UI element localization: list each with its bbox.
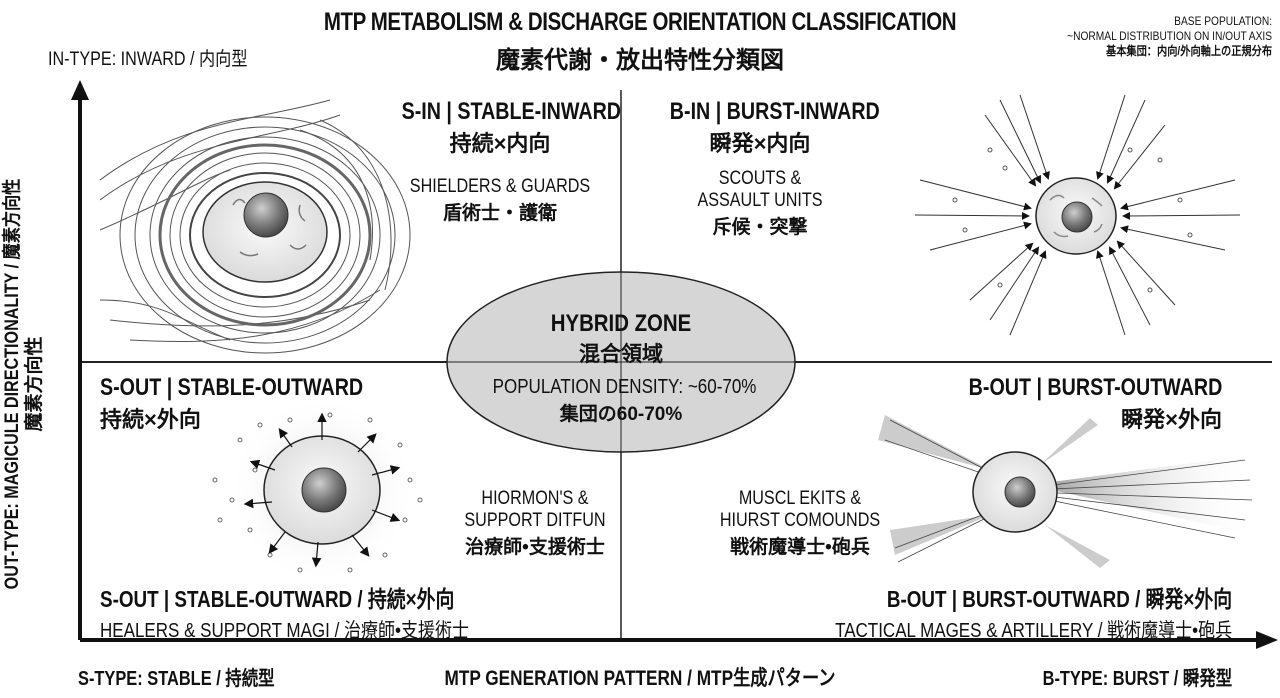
b-in-cell-illustration (914, 94, 1241, 336)
base-population-line1: BASE POPULATION: (1174, 14, 1272, 28)
s-out-footer-role: HEALERS & SUPPORT MAGI / 治療師•支援術士 (100, 620, 470, 642)
quadrant-s-out-footer: S-OUT | STABLE-OUTWARD / 持続×外向 HEALERS &… (100, 580, 534, 643)
s-out-footer-title: S-OUT | STABLE-OUTWARD / 持続×外向 (100, 586, 455, 612)
b-out-role-line1: MUSCL EKITS & (738, 488, 862, 509)
quadrant-b-out-role: MUSCL EKITS & HIURST COMOUNDS 戦術魔導士•砲兵 (700, 488, 900, 559)
x-axis-arrow-icon (1256, 631, 1278, 649)
b-in-subtitle: 瞬発×内向 (709, 131, 811, 156)
y-axis-label: OUT-TYPE: MAGICULE DIRECTIONALITY / 魔素方向… (2, 84, 46, 684)
hybrid-zone-population: POPULATION DENSITY: ~60-70% (492, 376, 757, 398)
b-out-subtitle: 瞬発×外向 (1121, 407, 1222, 432)
s-out-role-line1: HIORMON'S & (481, 488, 589, 509)
hybrid-zone-title: HYBRID ZONE (550, 310, 692, 337)
x-axis-title: MTP GENERATION PATTERN / MTP生成パターン (444, 667, 836, 690)
s-in-title: S-IN | STABLE-INWARD (401, 98, 622, 125)
s-in-subtitle: 持続×内向 (449, 131, 551, 156)
x-axis-left-label: S-TYPE: STABLE / 持続型 (78, 668, 275, 690)
hybrid-zone-population-jp: 集団の60-70% (559, 404, 683, 425)
s-in-role-jp: 盾術士・護衛 (442, 203, 557, 224)
b-in-role-line2: ASSAULT UNITS (697, 190, 823, 211)
s-out-arrows (243, 412, 401, 568)
b-in-role-jp: 斥候・突撃 (712, 217, 808, 238)
y-axis-label-line2: 魔素方向性 (24, 336, 45, 432)
diagram-title: MTP METABOLISM & DISCHARGE ORIENTATION C… (323, 8, 957, 36)
s-in-cell-illustration (99, 99, 411, 354)
b-out-role-jp: 戦術魔導士•砲兵 (730, 537, 870, 558)
base-population-note: BASE POPULATION: ~NORMAL DISTRIBUTION ON… (1067, 14, 1272, 59)
quadrant-s-in: S-IN | STABLE-INWARD 持続×内向 SHIELDERS & G… (380, 98, 622, 225)
y-axis-arrow-icon (71, 80, 89, 100)
b-out-cell-illustration (878, 415, 1255, 568)
hybrid-zone-title-jp: 混合領域 (579, 343, 663, 366)
s-out-role-line2: SUPPORT DITFUN (464, 510, 606, 531)
quadrant-b-out-footer: B-OUT | BURST-OUTWARD / 瞬発×外向 TACTICAL M… (765, 580, 1232, 643)
s-in-role: SHIELDERS & GUARDS (409, 176, 591, 197)
b-in-role-line1: SCOUTS & (718, 168, 802, 189)
b-in-title: B-IN | BURST-INWARD (669, 98, 880, 125)
x-axis-right-label: B-TYPE: BURST / 瞬発型 (1042, 668, 1232, 690)
b-out-footer-title: B-OUT | BURST-OUTWARD / 瞬発×外向 (886, 586, 1232, 612)
quadrant-s-out-role: HIORMON'S & SUPPORT DITFUN 治療師•支援術士 (450, 488, 620, 559)
s-out-particles (212, 412, 423, 573)
base-population-line3: 基本集団：内向/外向軸上の正規分布 (1105, 44, 1272, 58)
y-axis-label-line1: OUT-TYPE: MAGICULE DIRECTIONALITY / 魔素方向… (2, 178, 23, 590)
quadrant-b-in: B-IN | BURST-INWARD 瞬発×内向 SCOUTS & ASSAU… (650, 98, 880, 239)
base-population-line2: ~NORMAL DISTRIBUTION ON IN/OUT AXIS (1067, 29, 1272, 43)
quadrant-s-out-header: S-OUT | STABLE-OUTWARD 持続×外向 (100, 374, 421, 434)
hybrid-zone: HYBRID ZONE 混合領域 POPULATION DENSITY: ~60… (470, 310, 772, 426)
b-out-title: B-OUT | BURST-OUTWARD (968, 374, 1222, 401)
quadrant-b-out-header: B-OUT | BURST-OUTWARD 瞬発×外向 (913, 374, 1222, 434)
s-out-title: S-OUT | STABLE-OUTWARD (100, 374, 364, 401)
y-axis-top-label: IN-TYPE: INWARD / 内向型 (48, 49, 248, 70)
diagram-title-jp: 魔素代謝・放出特性分類図 (496, 47, 784, 74)
b-out-role-line2: HIURST COMOUNDS (719, 510, 881, 531)
s-out-subtitle: 持続×外向 (100, 407, 201, 432)
s-out-role-jp: 治療師•支援術士 (465, 537, 605, 558)
b-out-footer-role: TACTICAL MAGES & ARTILLERY / 戦術魔導士•砲兵 (834, 620, 1232, 642)
